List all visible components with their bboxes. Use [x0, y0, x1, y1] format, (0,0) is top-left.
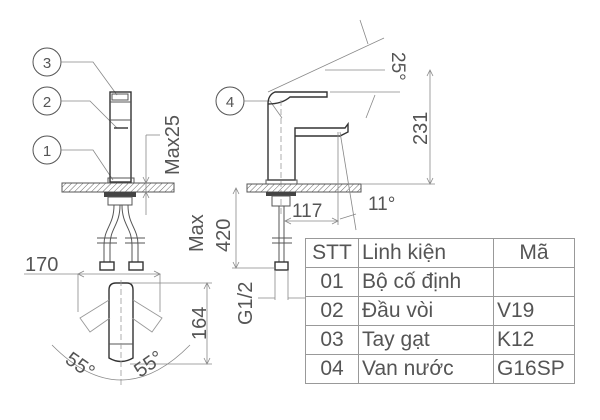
- header-code: Mã: [493, 238, 575, 268]
- svg-text:3: 3: [43, 55, 51, 72]
- table-row: 04 Van nước G16SP: [305, 354, 575, 384]
- cell-component: Tay gạt: [358, 325, 494, 355]
- front-view: 3 2 1: [32, 47, 184, 271]
- header-stt: STT: [305, 238, 359, 268]
- cell-component: Van nước: [358, 354, 494, 384]
- dim-handle-angle: 25°: [387, 52, 408, 81]
- cell-code: V19: [493, 296, 575, 326]
- dim-hose-length: 420: [213, 219, 235, 252]
- callout-4: 4: [215, 86, 283, 119]
- parts-table: STT Linh kiện Mã 01 Bộ cố định 02 Đầu vò…: [305, 238, 575, 384]
- svg-text:4: 4: [226, 94, 234, 111]
- cell-code: G16SP: [493, 354, 575, 384]
- dim-width: 170: [25, 254, 58, 276]
- cell-component: Bộ cố định: [358, 267, 494, 297]
- dim-height: 231: [410, 112, 432, 145]
- dim-rotate-right: 55°: [130, 347, 167, 382]
- table-header-row: STT Linh kiện Mã: [305, 238, 575, 268]
- dim-depth: 164: [189, 307, 211, 340]
- side-view: 4 25° 231 117: [186, 19, 435, 325]
- dim-reach: 117: [292, 201, 322, 222]
- cell-component: Đầu vòi: [358, 296, 494, 326]
- table-row: 01 Bộ cố định: [305, 267, 575, 297]
- svg-text:1: 1: [43, 143, 51, 160]
- dim-rotate-left: 55°: [61, 348, 98, 383]
- table-row: 03 Tay gạt K12: [305, 325, 575, 355]
- cell-code: [493, 267, 575, 297]
- svg-text:2: 2: [43, 94, 51, 111]
- top-view: 170 164 55° 55°: [24, 254, 212, 385]
- dim-spout-angle: 11°: [368, 194, 395, 215]
- callout-2: 2: [32, 86, 118, 129]
- dim-deck-thickness: Max25: [162, 115, 184, 175]
- callout-1: 1: [32, 135, 114, 181]
- cell-stt: 04: [305, 354, 359, 384]
- dim-hose-length-label: Max: [186, 214, 208, 252]
- cell-stt: 01: [305, 267, 359, 297]
- cell-stt: 02: [305, 296, 359, 326]
- dim-connection: G1/2: [235, 282, 257, 325]
- cell-stt: 03: [305, 325, 359, 355]
- header-component: Linh kiện: [358, 238, 494, 268]
- cell-code: K12: [493, 325, 575, 355]
- callout-3: 3: [32, 47, 118, 96]
- table-row: 02 Đầu vòi V19: [305, 296, 575, 326]
